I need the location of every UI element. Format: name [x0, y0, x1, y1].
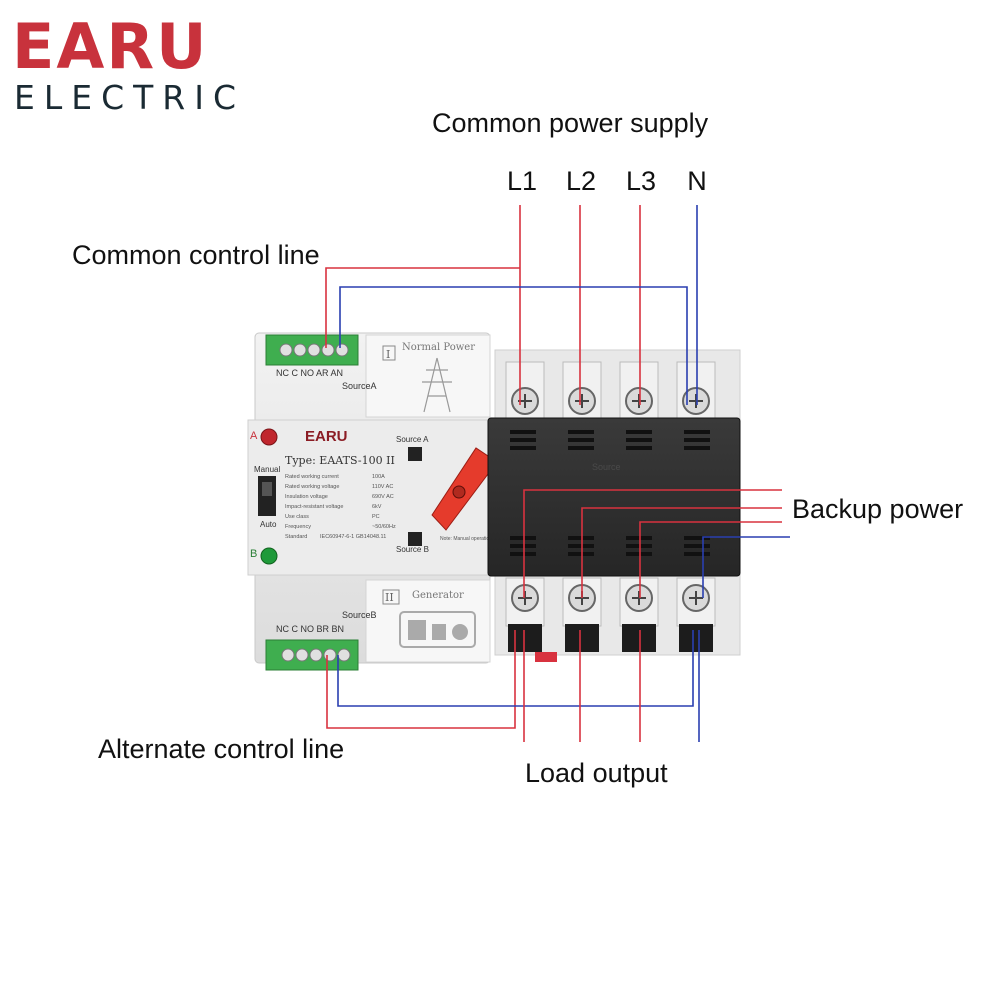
wire-backup-l1	[523, 489, 782, 598]
spec-label: Frequency	[285, 524, 311, 530]
spec-value: 100A	[372, 474, 385, 480]
roman-two-box	[382, 589, 400, 605]
spec-label: Impact-resistant voltage	[285, 504, 343, 510]
alternate-control-wires	[326, 630, 694, 729]
label-terminal-l1: L1	[506, 166, 538, 196]
spec-value: 110V AC	[372, 484, 393, 490]
wire-control-a-phase	[325, 267, 520, 348]
bottom-control-terminal-block	[265, 639, 359, 671]
handle-pivot	[452, 485, 466, 499]
spec-label: Use class	[285, 514, 309, 520]
spec-value: PC	[372, 514, 380, 520]
label-common-control-line: Common control line	[72, 240, 320, 270]
label-terminal-n: N	[687, 166, 707, 196]
source-a-label: Source A	[396, 435, 429, 444]
spec-table: Rated working current 100A Rated working…	[285, 474, 396, 540]
spec-label: Rated working current	[285, 474, 339, 480]
spec-value: 690V AC	[372, 494, 394, 500]
terminal-cover	[487, 417, 741, 577]
bottom-terminal-codes: NC C NO BR BN	[276, 624, 344, 634]
wire-control-b-phase	[326, 630, 516, 729]
generator-label: Generator	[412, 590, 464, 601]
label-alternate-control-line: Alternate control line	[98, 734, 345, 764]
wire-backup-n	[702, 536, 790, 598]
indicator-b-label: B	[250, 548, 257, 560]
label-load-output: Load output	[525, 758, 668, 788]
brand-subtitle: ELECTRIC	[14, 78, 245, 117]
cover-source-text: Source	[592, 462, 621, 472]
backup-power-wires	[523, 489, 790, 598]
source-a-small-label: SourceA	[342, 381, 377, 391]
source-b-window	[408, 532, 422, 546]
source-a-indicator-light	[260, 428, 278, 446]
roman-one-label: I	[386, 348, 390, 361]
source-b-indicator-light	[260, 547, 278, 565]
label-backup-power: Backup power	[792, 494, 964, 524]
spec-value: IEC60947-6-1 GB14048.11	[320, 534, 386, 540]
mode-auto-label: Auto	[260, 520, 277, 529]
cover-vents	[510, 430, 710, 556]
wire-control-b-neutral	[337, 630, 694, 707]
brand-name: EARU	[12, 10, 209, 83]
source-b-label: Source B	[396, 545, 429, 554]
top-terminals	[505, 361, 716, 423]
top-terminal-codes: NC C NO AR AN	[276, 368, 343, 378]
wire-backup-l3	[639, 521, 782, 598]
device-type-label: Type: EAATS-100 II	[285, 454, 395, 467]
source-a-window	[408, 447, 422, 461]
spec-label: Insulation voltage	[285, 494, 328, 500]
common-control-wires	[325, 267, 688, 405]
common-power-supply-wires	[519, 205, 698, 405]
spec-label: Standard	[285, 534, 307, 540]
power-tower-icon	[422, 357, 452, 413]
label-terminal-l2: L2	[565, 166, 597, 196]
spec-value: 6kV	[372, 504, 382, 510]
top-control-terminal-block	[265, 334, 359, 366]
mode-manual-label: Manual	[254, 465, 280, 474]
normal-power-label: Normal Power	[402, 342, 475, 353]
source-b-small-label: SourceB	[342, 610, 377, 620]
mode-switch-knob	[262, 482, 272, 496]
wire-backup-l2	[581, 507, 782, 598]
spec-value: ~50/60Hz	[372, 524, 396, 530]
bottom-terminals	[505, 577, 716, 662]
label-terminal-l3: L3	[625, 166, 657, 196]
roman-two-label: II	[385, 591, 394, 604]
generator-icon	[399, 611, 476, 648]
device-brand-label: EARU	[305, 428, 348, 445]
brand-logo: EARU ELECTRIC	[12, 14, 245, 116]
roman-one-box	[382, 345, 396, 361]
wire-control-a-neutral	[339, 286, 688, 405]
label-common-power-supply: Common power supply	[432, 108, 709, 138]
spec-label: Rated working voltage	[285, 484, 339, 490]
indicator-a-label: A	[250, 430, 258, 442]
load-output-wires	[523, 630, 700, 742]
